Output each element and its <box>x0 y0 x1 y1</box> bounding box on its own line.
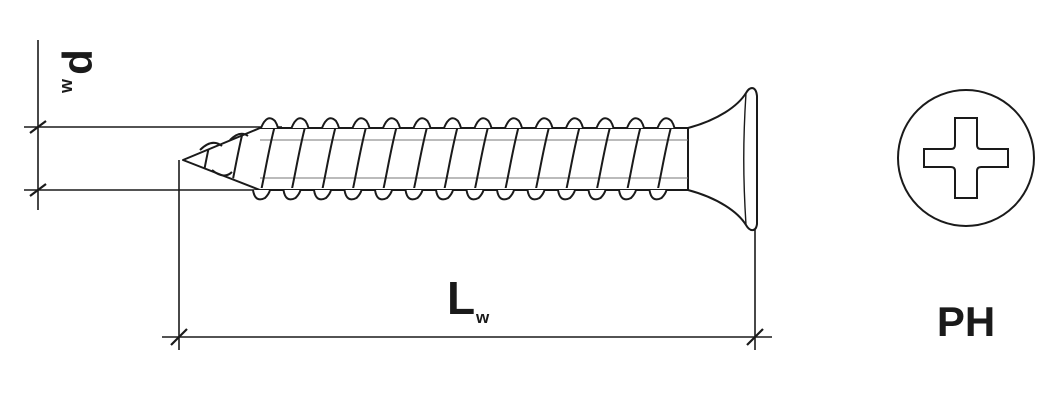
diameter-tick-top <box>29 120 47 134</box>
thread-crest-top <box>595 117 615 129</box>
thread-crest-top <box>534 117 554 129</box>
thread-crest-top <box>473 117 493 129</box>
thread-line <box>258 128 278 188</box>
thread-line <box>380 128 400 188</box>
thread-crest-bottom <box>465 189 485 201</box>
thread-line <box>349 128 370 188</box>
screw <box>182 87 758 232</box>
thread-crest-top <box>626 117 645 129</box>
thread-crest-top <box>260 117 279 129</box>
thread-line <box>502 128 522 188</box>
length-symbol: L <box>447 272 475 324</box>
screw-head <box>687 87 758 232</box>
length-tick-left <box>170 328 188 346</box>
screw-threads <box>197 128 675 188</box>
length-tick-right <box>746 328 764 346</box>
diameter-subscript: w <box>56 78 76 94</box>
thread-crest-bottom <box>374 189 393 201</box>
thread-crest-top <box>351 117 371 129</box>
thread-crest-bottom <box>648 189 668 201</box>
diameter-symbol: d <box>54 49 101 75</box>
thread-line <box>593 128 614 188</box>
thread-crest-top <box>382 117 401 129</box>
thread-line <box>654 128 675 188</box>
drive-cross <box>923 117 1009 199</box>
thread-crest-top <box>656 117 676 129</box>
thread-crest-top <box>412 117 432 129</box>
thread-crest-bottom <box>404 189 424 201</box>
thread-crest-bottom <box>587 189 607 201</box>
thread-line <box>624 128 644 188</box>
thread-line <box>441 128 461 188</box>
thread-crest-bottom <box>252 189 271 201</box>
screw-shank <box>182 127 689 191</box>
thread-line <box>319 128 339 188</box>
thread-crest-bottom <box>618 189 637 201</box>
phillips-head-icon <box>897 89 1035 227</box>
thread-crest-bottom <box>313 189 332 201</box>
screw-head-rim <box>743 92 747 226</box>
thread-crest-top <box>504 117 523 129</box>
length-subscript: w <box>475 308 490 327</box>
thread-crest-bottom <box>557 189 576 201</box>
thread-line <box>563 128 583 188</box>
thread-line <box>471 128 492 188</box>
thread-line <box>532 128 553 188</box>
thread-crest-bottom <box>282 189 302 201</box>
thread-line <box>410 128 431 188</box>
thread-crest-top <box>443 117 462 129</box>
diameter-dimension <box>24 40 282 210</box>
thread-line <box>288 128 309 188</box>
thread-crest-top <box>565 117 584 129</box>
screw-thread-crests <box>199 117 676 201</box>
thread-crest-bottom <box>435 189 454 201</box>
drive-label: PH <box>937 298 995 345</box>
thread-crest-bottom <box>343 189 363 201</box>
thread-tip <box>199 132 249 177</box>
drive-outline <box>897 89 1035 227</box>
thread-line <box>197 128 217 188</box>
thread-line <box>227 128 248 188</box>
thread-crest-top <box>290 117 310 129</box>
thread-crest-bottom <box>526 189 546 201</box>
thread-crest-bottom <box>496 189 515 201</box>
diameter-label: d w <box>54 49 101 94</box>
thread-crest-top <box>321 117 340 129</box>
diameter-tick-bottom <box>29 183 47 197</box>
